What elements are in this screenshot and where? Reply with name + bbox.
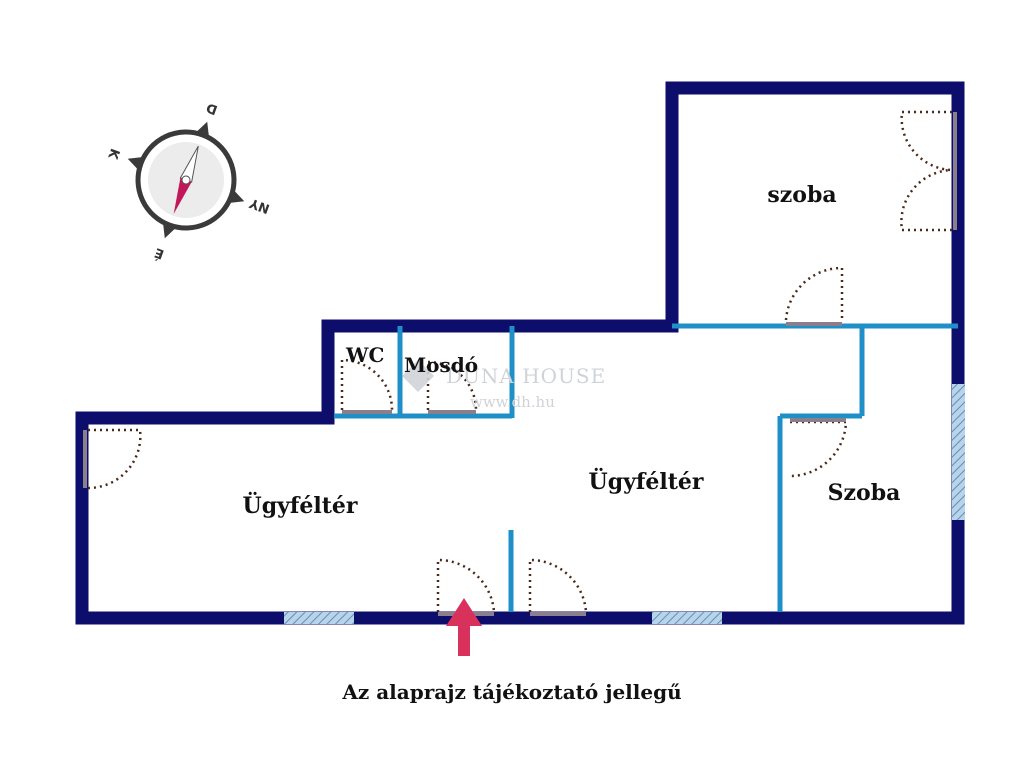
compass-needle-south-icon <box>173 177 192 214</box>
door-szoba-top-swing <box>784 266 844 321</box>
door-leaves <box>83 112 957 616</box>
door-szoba-top-double-upper <box>900 110 953 172</box>
door-szoba-top-double-lower <box>900 168 953 232</box>
compass-tick-right <box>226 188 245 204</box>
compass-label-k: K <box>104 146 122 161</box>
room-label-ugyfelter-left: Ügyféltér <box>243 491 358 519</box>
disclaimer-caption: Az alaprajz tájékoztató jellegű <box>342 680 682 704</box>
window-right-wall <box>952 384 965 520</box>
compass-label-d: D <box>204 99 219 117</box>
door-wc-swing <box>340 358 394 411</box>
compass-label-e: É <box>152 244 166 262</box>
window-bottom-right <box>652 612 722 624</box>
compass-tick-top <box>194 121 210 140</box>
doors <box>87 110 953 613</box>
room-label-wc: WC <box>345 343 384 367</box>
entrance-arrow <box>446 598 482 656</box>
door-entrance-left-swing <box>436 558 496 613</box>
compass-label-ny: NY <box>247 195 272 216</box>
room-label-mosdo: Mosdó <box>404 353 478 377</box>
room-label-ugyfelter-center: Ügyféltér <box>589 467 704 495</box>
door-west-swing <box>87 428 142 490</box>
watermark: DUNA HOUSE www.dh.hu <box>402 360 606 411</box>
compass-tick-left <box>127 156 146 172</box>
compass: D É K NY <box>104 99 272 262</box>
room-labels: szoba WC Mosdó Ügyféltér Ügyféltér Szoba <box>243 182 901 519</box>
room-label-szoba-right: Szoba <box>828 480 901 506</box>
outer-walls <box>75 81 965 625</box>
watermark-logo-icon <box>402 360 434 392</box>
entrance-arrow-shape <box>446 598 482 656</box>
compass-tick-bottom <box>162 220 178 239</box>
door-szoba-right-swing <box>789 420 848 478</box>
room-label-szoba-top: szoba <box>767 182 836 208</box>
windows <box>284 384 965 624</box>
watermark-url: www.dh.hu <box>470 393 555 411</box>
compass-hub <box>181 175 191 185</box>
window-bottom-left <box>284 612 354 624</box>
door-entrance-right-swing <box>528 558 588 613</box>
outer-wall-perimeter <box>75 81 965 625</box>
watermark-brand: DUNA HOUSE <box>446 364 606 388</box>
inner-walls <box>334 323 958 612</box>
